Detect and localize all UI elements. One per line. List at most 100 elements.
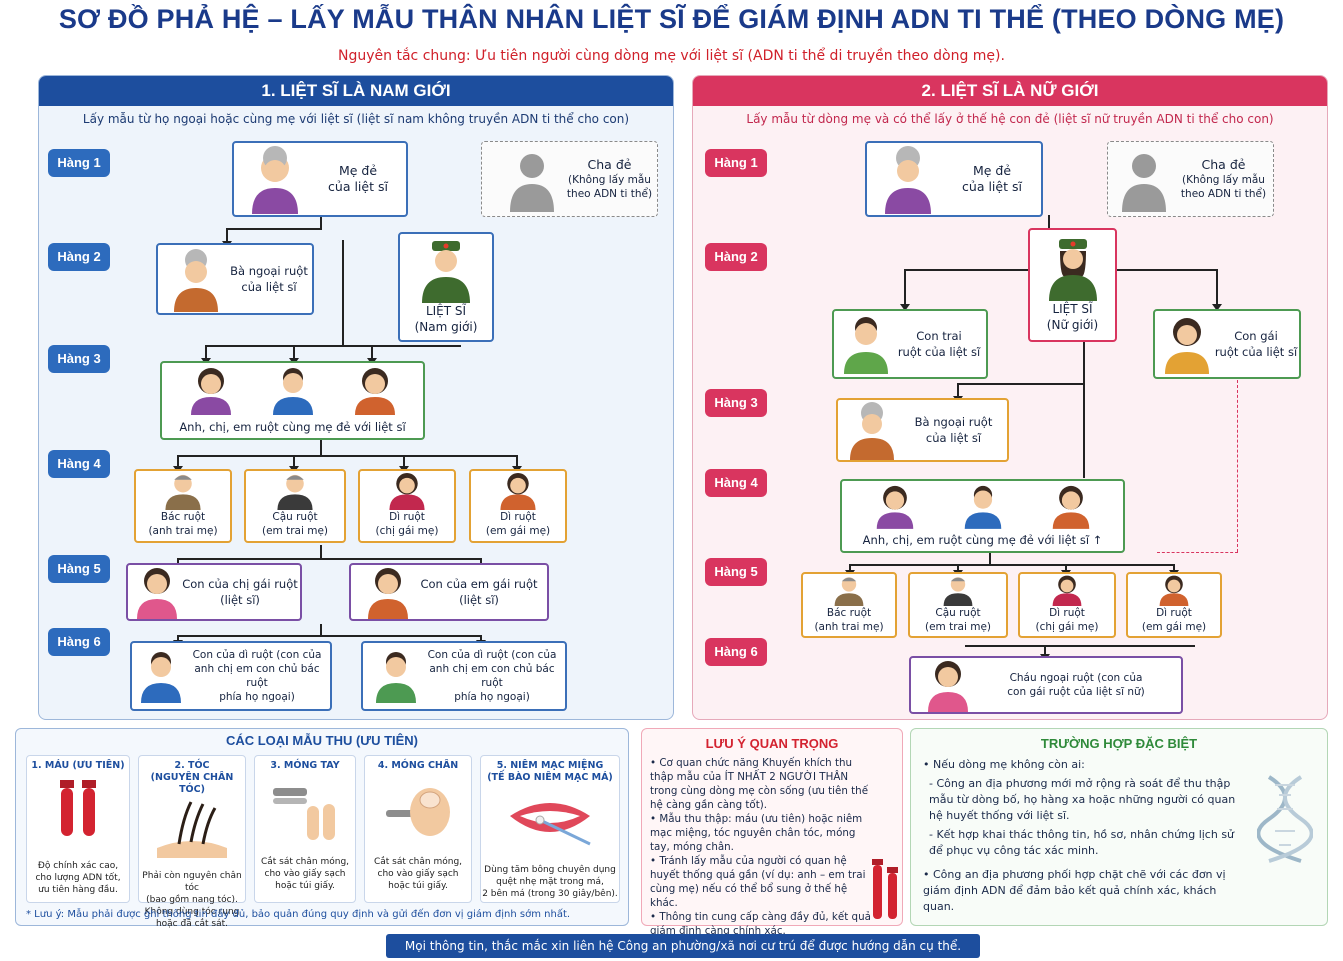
martyr-node: LIỆT SĨ (Nam giới) xyxy=(398,232,494,342)
father-label: Cha đẻ xyxy=(1201,157,1246,172)
cousin-label: Con của dì ruột (con của anh chị em con … xyxy=(427,649,557,703)
woman-avatar-icon xyxy=(354,368,395,415)
siblings-node: Anh, chị, em ruột cùng mẹ đẻ với liệt sĩ xyxy=(160,361,425,440)
dna-icon xyxy=(1257,775,1313,863)
generation-label: Hàng 3 xyxy=(48,345,110,373)
mouth-swab-icon xyxy=(510,803,591,846)
father-label: Cha đẻ xyxy=(587,157,632,172)
aunt-node: Dì ruột (chị gái mẹ) xyxy=(358,469,456,543)
important-item: • Cơ quan chức năng Khuyến khích thu thậ… xyxy=(650,757,869,811)
panel-subheading: Lấy mẫu từ dòng mẹ và có thể lấy ở thế h… xyxy=(746,112,1274,126)
sample-card-blood: 1. MÁU (ƯU TIÊN) Độ chính xác cao, cho l… xyxy=(26,755,130,903)
niece-label: Con của chị gái ruột (liệt sĩ) xyxy=(182,577,298,607)
martyr-label: LIỆT SĨ (Nữ giới) xyxy=(1046,302,1099,332)
aunt-node: Dì ruột (em gái mẹ) xyxy=(1126,572,1222,638)
grandmother-avatar-icon xyxy=(850,402,894,460)
woman-avatar-icon xyxy=(500,472,536,510)
father-node: Cha đẻ (Không lấy mẫu theo ADN ti thể) xyxy=(481,141,658,217)
generation-label: Hàng 3 xyxy=(705,389,767,417)
daughter-node: Con gái ruột của liệt sĩ xyxy=(1153,309,1301,379)
woman-avatar-icon xyxy=(190,368,231,415)
sample-title: 5. NIÊM MẠC MIỆNG (TẾ BÀO NIÊM MẠC MÁ) xyxy=(487,760,613,783)
niece-label: Con của em gái ruột (liệt sĩ) xyxy=(420,577,538,607)
son-node: Con trai ruột của liệt sĩ xyxy=(832,309,988,379)
sample-title: 2. TÓC (NGUYÊN CHÂN TÓC) xyxy=(150,760,234,795)
girl-avatar-icon xyxy=(368,568,408,619)
woman-avatar-icon xyxy=(1052,485,1089,529)
panel-heading: 1. LIỆT SĨ LÀ NAM GIỚI xyxy=(39,76,673,106)
sample-card-hair: 2. TÓC (NGUYÊN CHÂN TÓC) Phải còn nguyên… xyxy=(138,755,246,929)
uncle-node: Bác ruột (anh trai mẹ) xyxy=(134,469,232,543)
generation-label: Hàng 4 xyxy=(705,469,767,497)
girl-avatar-icon xyxy=(928,661,968,712)
uncle-label: Cậu ruột (em trai mẹ) xyxy=(924,607,992,633)
generation-label: Hàng 5 xyxy=(705,558,767,586)
special-item: - Kết hợp khai thác thông tin, hồ sơ, nh… xyxy=(929,828,1235,857)
grandchild-node: Cháu ngoại ruột (con của con gái ruột củ… xyxy=(909,656,1183,714)
siblings-node: Anh, chị, em ruột cùng mẹ đẻ với liệt sĩ… xyxy=(840,479,1125,553)
sample-desc: Cắt sát chân móng, cho vào giấy sạch hoặ… xyxy=(373,857,463,891)
sample-title: 3. MÓNG TAY xyxy=(270,760,340,771)
sample-title: 1. MÁU (ƯU TIÊN) xyxy=(31,760,125,771)
generation-label: Hàng 6 xyxy=(705,638,767,666)
page-subtitle: Nguyên tắc chung: Ưu tiên người cùng dòn… xyxy=(338,48,1005,64)
son-label: Con trai ruột của liệt sĩ xyxy=(897,329,981,359)
siblings-label: Anh, chị, em ruột cùng mẹ đẻ với liệt sĩ xyxy=(179,420,406,434)
uncle-label: Bác ruột (anh trai mẹ) xyxy=(814,607,884,633)
person-silhouette-icon xyxy=(510,154,554,212)
samples-heading: CÁC LOẠI MẪU THU (ƯU TIÊN) xyxy=(225,733,419,748)
blood-tube-icon xyxy=(60,780,96,836)
mother-node: Mẹ đẻ của liệt sĩ xyxy=(865,141,1043,217)
sample-title: 4. MÓNG CHÂN xyxy=(377,760,459,771)
sample-desc: Dùng tăm bông chuyên dụng quệt nhẹ mặt t… xyxy=(482,865,618,899)
sample-card-fingernail: 3. MÓNG TAY Cắt sát chân móng, cho vào g… xyxy=(254,755,356,903)
cousin-node: Con của dì ruột (con của anh chị em con … xyxy=(130,641,332,711)
grandmother-label: Bà ngoại ruột của liệt sĩ xyxy=(914,415,993,445)
grandmother-avatar-icon xyxy=(885,146,931,214)
special-section: TRƯỜNG HỢP ĐẶC BIỆT • Nếu dòng mẹ không … xyxy=(910,728,1328,926)
special-item: • Công an địa phương phối hợp chặt chẽ v… xyxy=(923,868,1226,913)
grandmother-node: Bà ngoại ruột của liệt sĩ xyxy=(156,243,314,315)
hair-root-icon xyxy=(157,801,227,858)
cousin-label: Con của dì ruột (con của anh chị em con … xyxy=(192,649,322,703)
panel-heading: 2. LIỆT SĨ LÀ NỮ GIỚI xyxy=(693,76,1327,106)
man-avatar-icon xyxy=(272,368,313,415)
siblings-label: Anh, chị, em ruột cùng mẹ đẻ với liệt sĩ… xyxy=(862,533,1103,547)
important-item: • Mẫu thu thập: máu (ưu tiên) hoặc niêm … xyxy=(650,813,863,853)
generation-label: Hàng 2 xyxy=(48,243,110,271)
female-soldier-avatar-icon xyxy=(1048,239,1097,301)
elder-man-avatar-icon xyxy=(943,577,973,606)
toenail-clipper-icon xyxy=(386,788,450,836)
martyr-label: LIỆT SĨ (Nam giới) xyxy=(414,304,478,334)
grandmother-avatar-icon xyxy=(252,146,298,214)
uncle-node: Bác ruột (anh trai mẹ) xyxy=(801,572,897,638)
blood-tube-icon xyxy=(872,859,898,919)
father-note: (Không lấy mẫu theo ADN ti thể) xyxy=(1180,174,1267,200)
girl-avatar-icon xyxy=(137,568,177,619)
sample-desc: Độ chính xác cao, cho lượng ADN tốt, ưu … xyxy=(35,861,121,895)
person-silhouette-icon xyxy=(1122,154,1166,212)
important-list: • Cơ quan chức năng Khuyến khích thu thậ… xyxy=(650,756,876,938)
uncle-node: Cậu ruột (em trai mẹ) xyxy=(908,572,1008,638)
generation-label: Hàng 6 xyxy=(48,628,110,656)
martyr-node: LIỆT SĨ (Nữ giới) xyxy=(1028,228,1117,342)
mother-label: Mẹ đẻ của liệt sĩ xyxy=(328,163,388,194)
elder-man-avatar-icon xyxy=(834,577,864,606)
page-title: SƠ ĐỒ PHẢ HỆ – LẤY MẪU THÂN NHÂN LIỆT SĨ… xyxy=(58,4,1285,34)
generation-label: Hàng 1 xyxy=(48,149,110,177)
samples-section: CÁC LOẠI MẪU THU (ƯU TIÊN) 1. MÁU (ƯU TI… xyxy=(15,728,629,929)
sample-desc: Cắt sát chân móng, cho vào giấy sạch hoặ… xyxy=(260,857,350,891)
mother-node: Mẹ đẻ của liệt sĩ xyxy=(232,141,408,217)
important-heading: LƯU Ý QUAN TRỌNG xyxy=(705,736,839,751)
aunt-label: Dì ruột (chị gái mẹ) xyxy=(375,511,439,537)
uncle-label: Cậu ruột (em trai mẹ) xyxy=(261,511,329,537)
man-avatar-icon xyxy=(844,317,888,374)
aunt-label: Dì ruột (em gái mẹ) xyxy=(485,511,551,537)
grandmother-label: Bà ngoại ruột của liệt sĩ xyxy=(230,264,308,294)
footer-contact-banner: Mọi thông tin, thắc mắc xin liên hệ Công… xyxy=(386,934,980,958)
niece-node: Con của chị gái ruột (liệt sĩ) xyxy=(126,563,302,621)
important-item: • Tránh lấy mẫu của người có quan hệ huy… xyxy=(650,855,866,909)
important-section: LƯU Ý QUAN TRỌNG • Cơ quan chức năng Khu… xyxy=(641,728,903,937)
boy-avatar-icon xyxy=(141,652,181,703)
generation-label: Hàng 5 xyxy=(48,555,110,583)
